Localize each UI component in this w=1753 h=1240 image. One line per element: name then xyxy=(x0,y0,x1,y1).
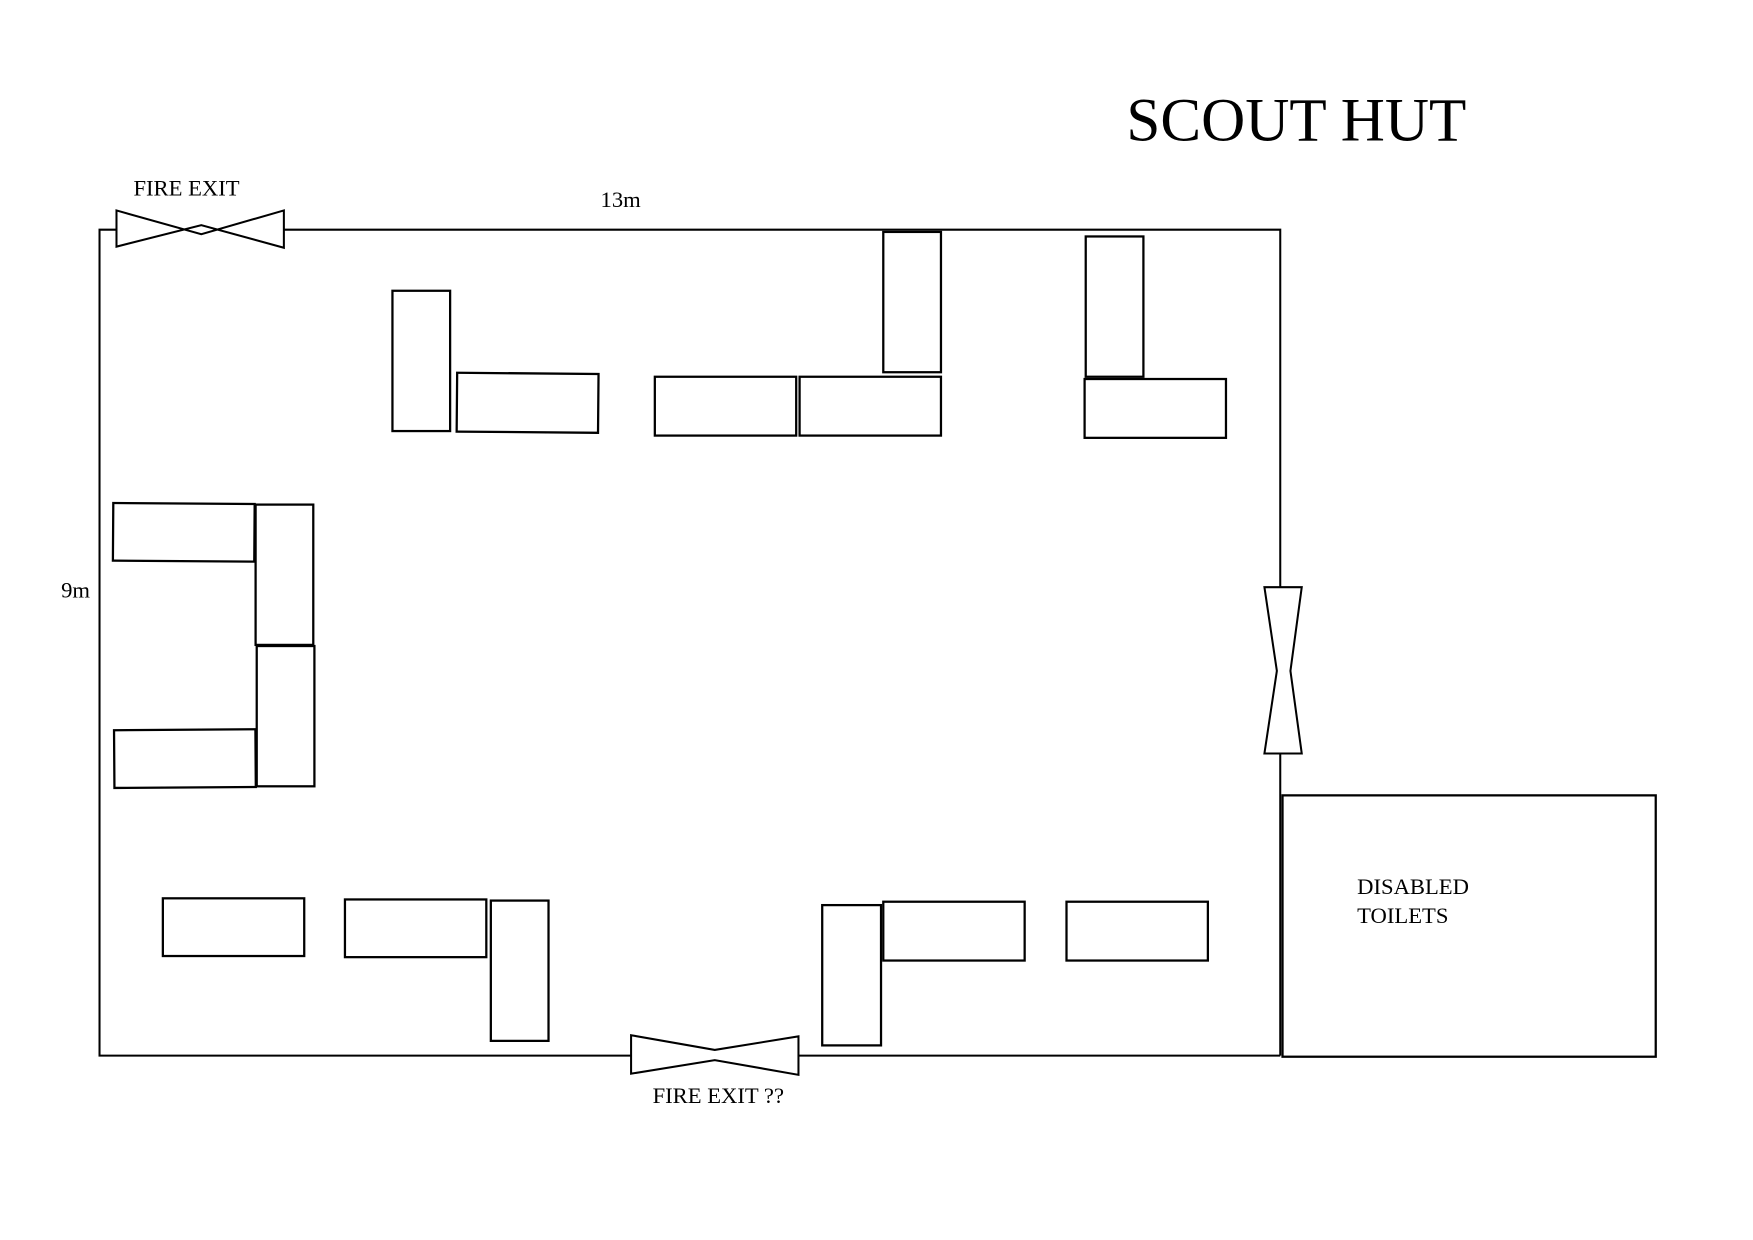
height-dimension-label: 9m xyxy=(61,577,90,602)
hall-walls xyxy=(98,228,1282,1057)
table xyxy=(882,900,1026,962)
double-door-icon xyxy=(115,209,285,250)
table xyxy=(455,371,600,434)
table xyxy=(391,289,452,433)
wall-top-right xyxy=(283,228,1282,588)
room-outline xyxy=(1281,794,1657,1058)
table xyxy=(343,898,488,959)
disabled-toilets-room: DISABLED TOILETS xyxy=(1281,794,1657,1058)
fire-exit-top-left: FIRE EXIT xyxy=(115,176,285,250)
room-label-line2: TOILETS xyxy=(1357,903,1448,928)
width-dimension-label: 13m xyxy=(601,187,642,212)
table xyxy=(1083,377,1228,439)
wall-left-bottom xyxy=(98,228,632,1057)
plan-title: SCOUT HUT xyxy=(1126,87,1466,154)
table xyxy=(653,375,798,437)
table xyxy=(111,501,256,563)
table xyxy=(1065,900,1210,962)
fire-exit-bottom: FIRE EXIT ?? xyxy=(630,1034,800,1108)
table xyxy=(161,897,306,958)
fire-exit-label: FIRE EXIT ?? xyxy=(653,1083,784,1108)
room-label-line1: DISABLED xyxy=(1357,874,1469,899)
table xyxy=(112,728,257,790)
table xyxy=(821,903,883,1047)
table xyxy=(1084,235,1145,378)
door-right xyxy=(1263,586,1303,755)
table xyxy=(882,230,943,374)
double-door-icon xyxy=(630,1034,800,1077)
fire-exit-label: FIRE EXIT xyxy=(133,176,239,201)
table xyxy=(489,899,550,1043)
table xyxy=(255,644,316,788)
table xyxy=(798,375,943,437)
tables xyxy=(111,230,1228,1047)
double-door-icon xyxy=(1263,586,1303,755)
table xyxy=(254,503,315,647)
